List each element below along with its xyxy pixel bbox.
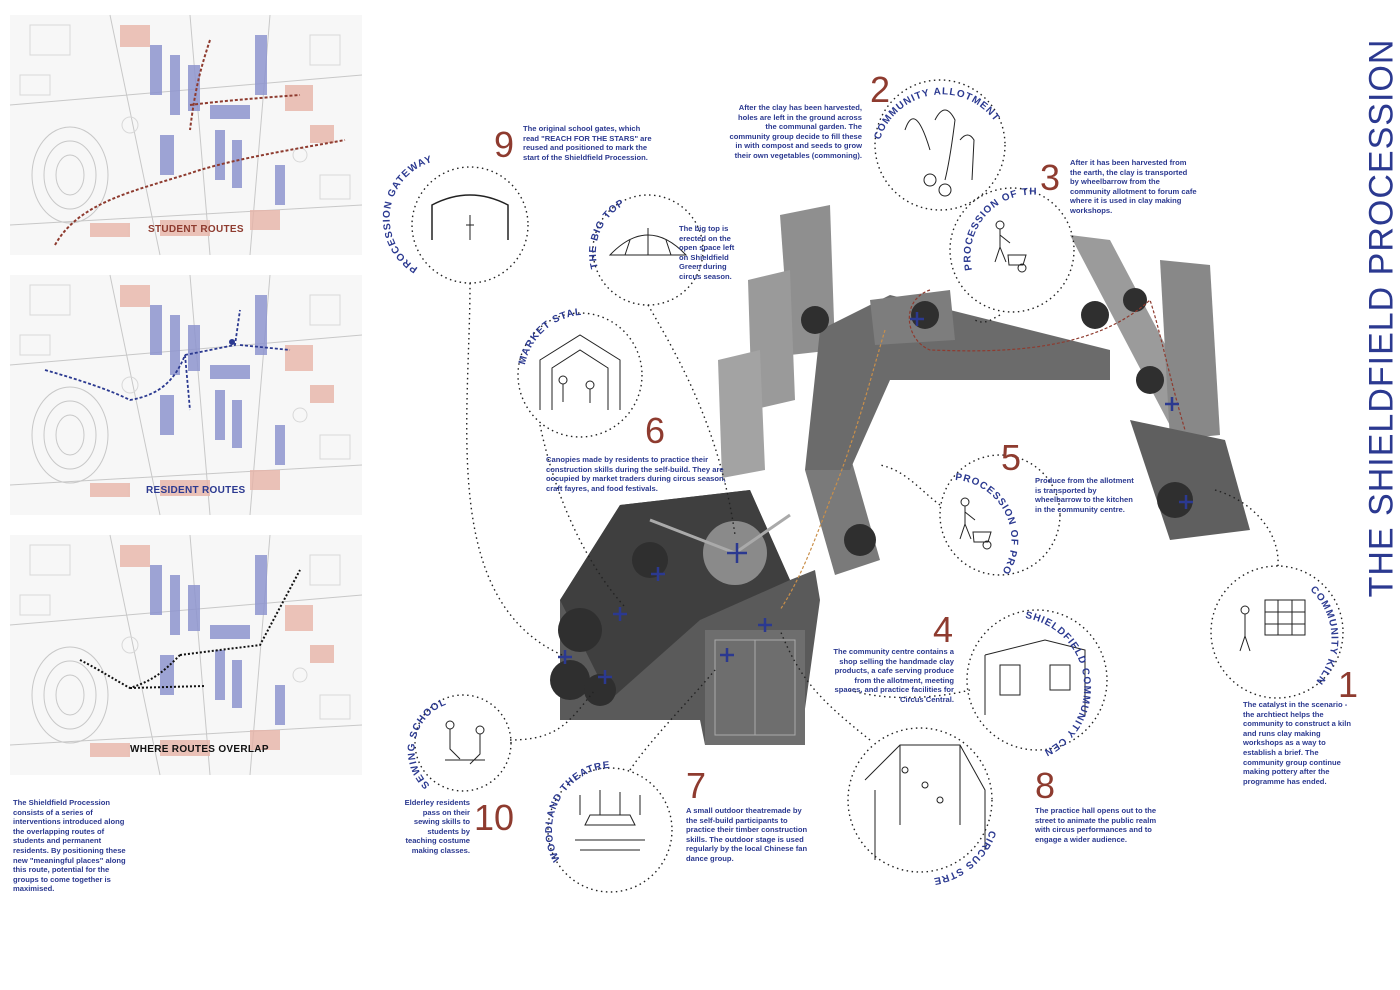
connector-lines (466, 282, 1279, 771)
description-9: The original school gates, which read "R… (523, 124, 652, 162)
description-2: After the clay has been harvested, holes… (729, 103, 862, 160)
number-6: 6 (645, 410, 666, 451)
number-1: 1 (1338, 664, 1359, 705)
label-procession-gateway: PROCESSION GATEWAY (382, 154, 435, 275)
number-9: 9 (494, 124, 515, 165)
label-community-allotment: COMMUNITY ALLOTMENT (872, 86, 1001, 141)
number-4: 4 (933, 609, 954, 650)
number-7: 7 (686, 765, 707, 806)
label-community-kiln: COMMUNITY KILN (1308, 584, 1340, 687)
overlap-routes-map (9, 534, 363, 776)
number-10: 10 (474, 797, 515, 838)
number-8: 8 (1035, 765, 1056, 806)
intro-text: The Shieldfield Procession consists of a… (13, 798, 126, 894)
description-8: The practice hall opens out to the stree… (1035, 806, 1157, 844)
page-title: THE SHIELDFIELD PROCESSION (1362, 38, 1400, 598)
description-1: The catalyst in the scenario - the archt… (1243, 700, 1352, 786)
description-4: The community centre contains a shop sel… (833, 647, 954, 704)
number-5: 5 (1001, 437, 1022, 478)
label-woodland-theatre: WOODLAND THEATRE (544, 760, 611, 864)
student-routes-map (9, 14, 363, 256)
number-3: 3 (1040, 157, 1061, 198)
aerial-site-photo (550, 205, 1250, 745)
description-big-top: The big top is erected on the open space… (679, 224, 735, 281)
label-sewing-school: SEWING SCHOOL (406, 697, 448, 791)
description-3: After it has been harvested from the ear… (1070, 158, 1197, 215)
label-community-centre: SHIELDFIELD COMMUNITY CENTRE (0, 0, 1091, 758)
description-6: Canopies made by residents to practice t… (546, 455, 726, 493)
description-10: Elderley residents pass on their sewing … (404, 798, 470, 855)
map-label-student-routes: STUDENT ROUTES (148, 224, 244, 235)
vignette-circles (411, 79, 1344, 893)
label-market-stalls: MARKET STALLS (0, 0, 583, 366)
map-label-overlap: WHERE ROUTES OVERLAP (130, 744, 269, 755)
description-5: Produce from the allotment is transporte… (1035, 476, 1134, 514)
map-label-resident-routes: RESIDENT ROUTES (146, 485, 246, 496)
description-7: A small outdoor theatremade by the self-… (686, 806, 808, 863)
label-big-top: THE BIG TOP (588, 197, 627, 269)
resident-routes-map (9, 274, 363, 516)
vignette-sketches (431, 109, 1306, 860)
number-2: 2 (870, 69, 891, 110)
